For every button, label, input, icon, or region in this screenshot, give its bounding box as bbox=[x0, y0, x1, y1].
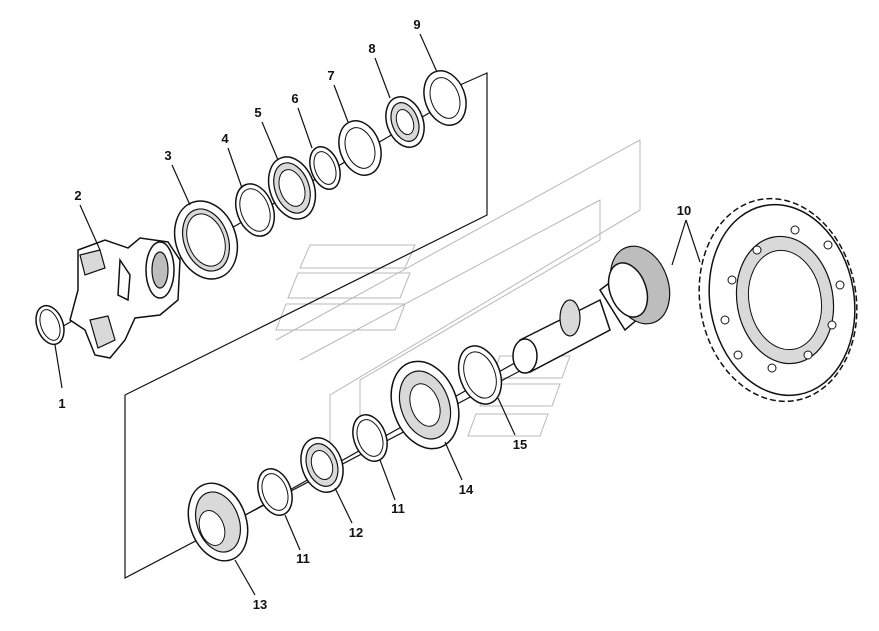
snap-ring-icon bbox=[309, 146, 341, 190]
callout-11-upper: 11 bbox=[391, 501, 405, 516]
shim-icon bbox=[457, 345, 503, 405]
nut-icon bbox=[385, 96, 425, 148]
pinion-shaft-icon bbox=[512, 245, 671, 374]
ring-gear-icon bbox=[698, 197, 858, 403]
washer-icon bbox=[423, 70, 467, 126]
callout-15: 15 bbox=[513, 437, 527, 452]
callout-8: 8 bbox=[368, 41, 375, 56]
callout-7: 7 bbox=[327, 68, 334, 83]
callout-4: 4 bbox=[221, 131, 229, 146]
snap-ring-icon bbox=[35, 304, 65, 346]
callout-2: 2 bbox=[74, 188, 81, 203]
callout-10: 10 bbox=[677, 203, 691, 218]
bearing-cup-icon bbox=[187, 482, 249, 562]
callout-3: 3 bbox=[164, 148, 171, 163]
bearing-cone-icon bbox=[267, 156, 317, 220]
snap-ring-icon bbox=[234, 183, 276, 237]
seal-icon bbox=[300, 437, 344, 493]
snap-ring-icon bbox=[352, 414, 388, 462]
callout-6: 6 bbox=[291, 91, 298, 106]
callout-12: 12 bbox=[349, 525, 363, 540]
callout-5: 5 bbox=[254, 105, 261, 120]
bearing-cone-icon bbox=[390, 360, 460, 450]
callout-14: 14 bbox=[459, 482, 474, 497]
leader-lines bbox=[54, 33, 701, 596]
callout-1: 1 bbox=[58, 396, 65, 411]
assembly-outline-upper bbox=[124, 72, 488, 396]
yoke-icon bbox=[69, 237, 181, 359]
callout-11-lower: 11 bbox=[296, 551, 310, 566]
snap-ring-icon bbox=[257, 468, 293, 516]
spacer-ring-icon bbox=[338, 120, 382, 176]
callout-9: 9 bbox=[413, 17, 420, 32]
callout-13: 13 bbox=[253, 597, 267, 612]
bearing-cup-icon bbox=[173, 200, 239, 280]
